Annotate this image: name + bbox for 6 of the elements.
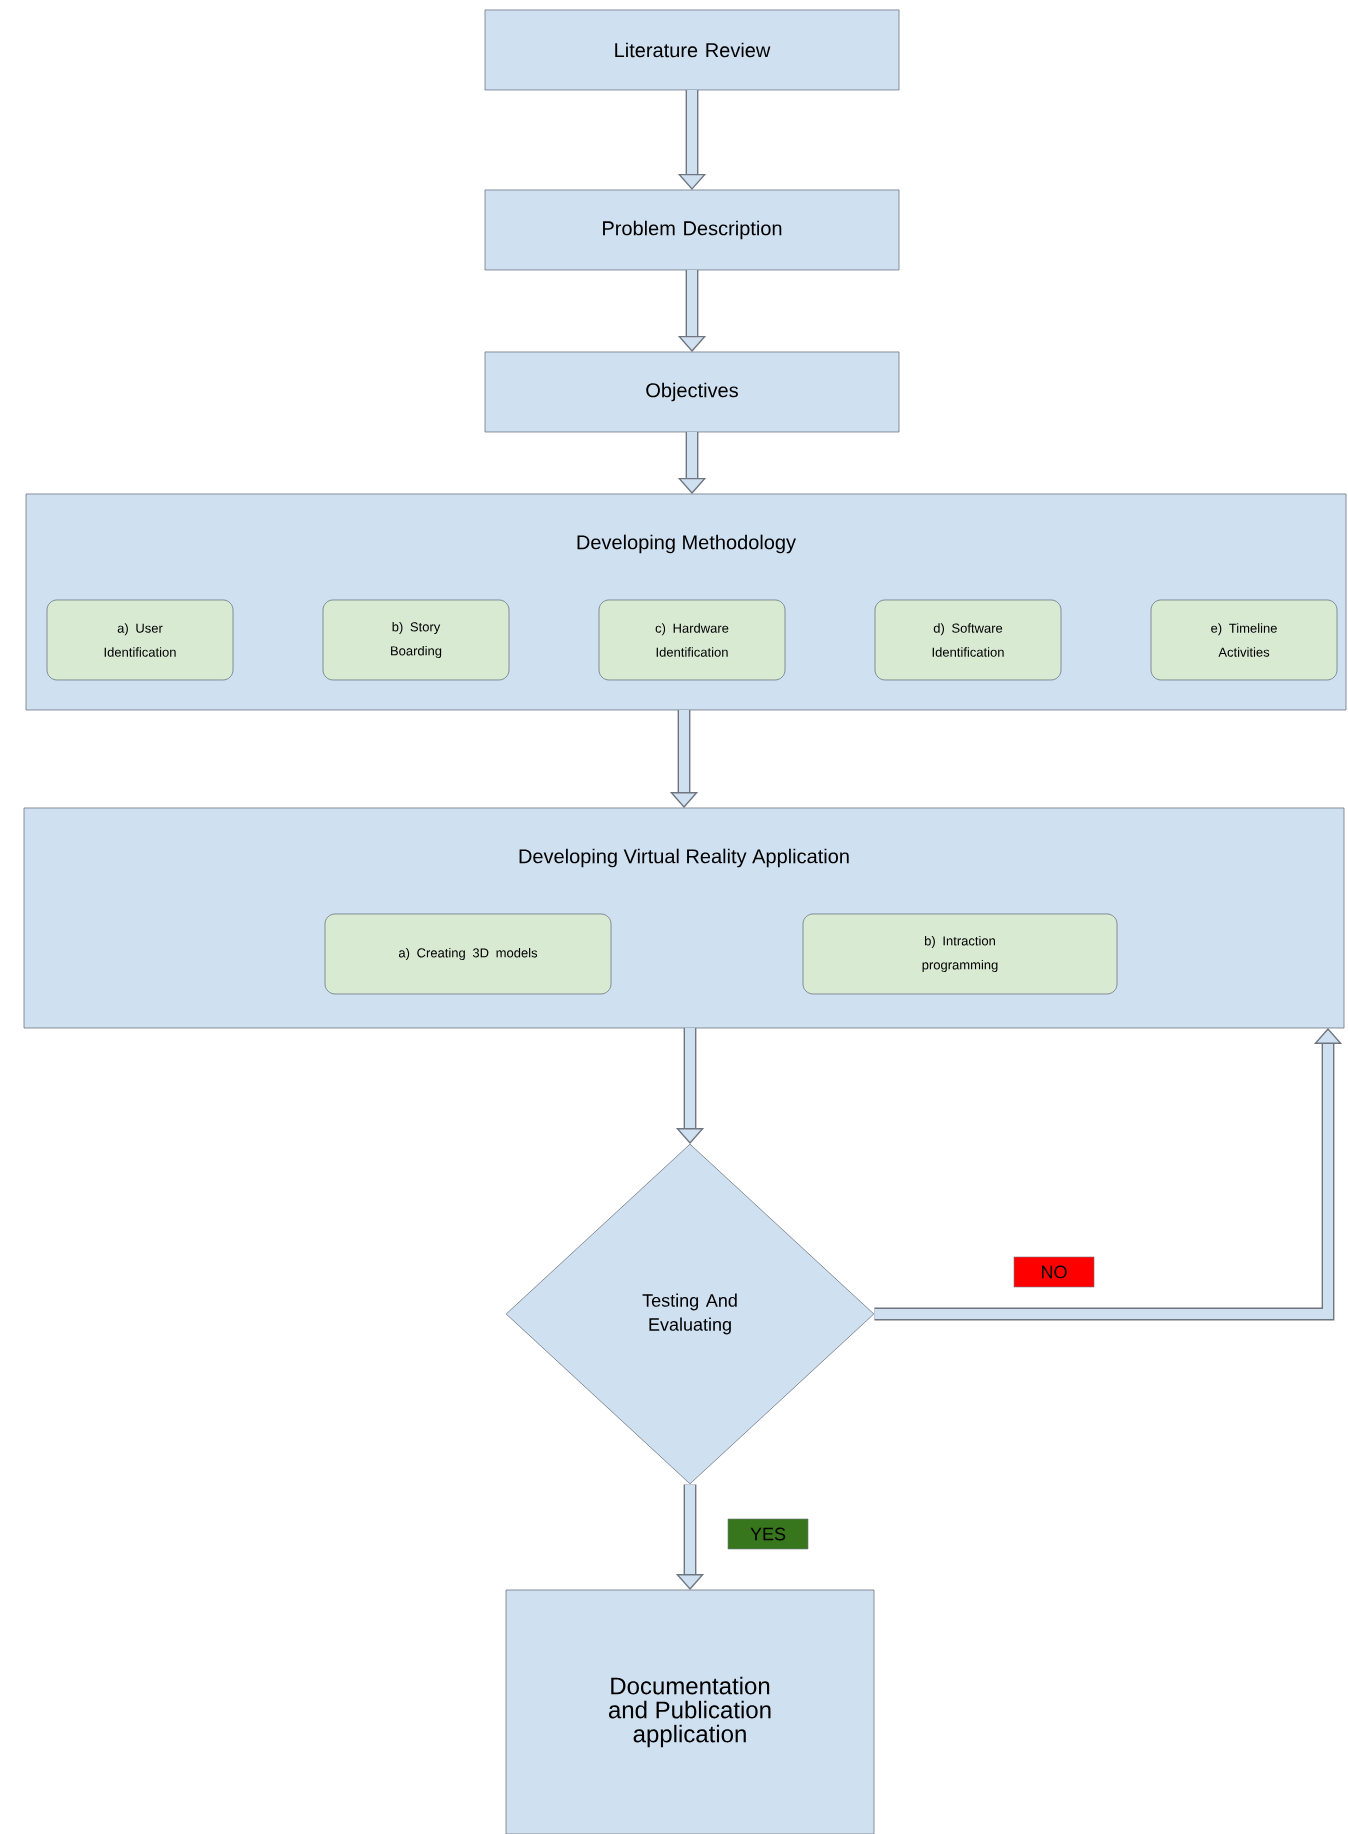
- edge-label: NO: [1013, 1256, 1095, 1288]
- edge-label: YES: [727, 1518, 809, 1550]
- process-box: Documentation and Publication application: [505, 1589, 875, 1834]
- process-box: Problem Description: [484, 189, 900, 271]
- process-box: Literature Review: [484, 9, 900, 91]
- process-box: Objectives: [484, 351, 900, 433]
